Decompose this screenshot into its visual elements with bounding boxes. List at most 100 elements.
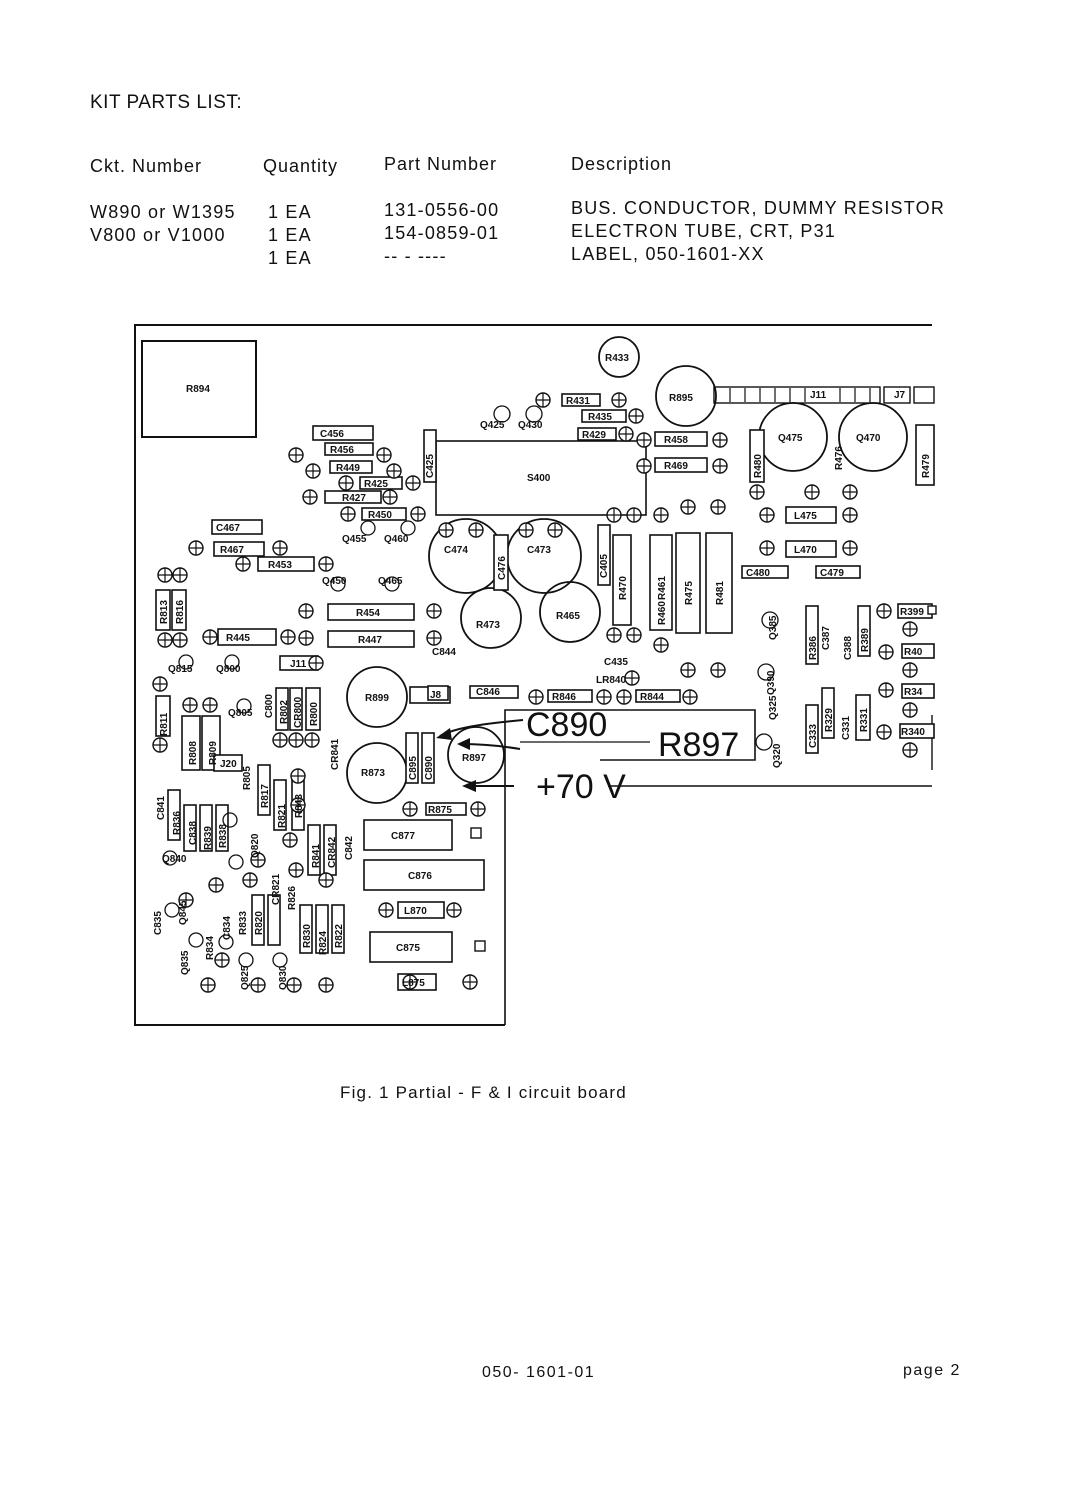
table-cell-part: 154-0859-01 <box>384 223 500 243</box>
label-q385: Q385 <box>768 615 779 640</box>
label-r824: R824 <box>318 931 329 955</box>
label-r820: R820 <box>254 911 265 935</box>
terminal-pad-cross <box>439 523 453 537</box>
terminal-pad-cross <box>319 978 333 992</box>
terminal-pad-cross <box>341 507 355 521</box>
label-r386: R386 <box>808 636 819 660</box>
label-j20: J20 <box>220 759 237 770</box>
label-r475: R475 <box>684 581 695 605</box>
label-c435: C435 <box>604 657 628 668</box>
terminal-pad-cross <box>251 853 265 867</box>
terminal-pad-cross <box>158 633 172 647</box>
terminal-pad-cross <box>427 604 441 618</box>
label-q815: Q815 <box>168 664 193 675</box>
label-c846: C846 <box>476 687 500 698</box>
label-r899: R899 <box>365 693 389 704</box>
label-r836: R836 <box>172 811 183 835</box>
label-r802: R802 <box>279 700 290 724</box>
label-c333: C333 <box>808 724 819 748</box>
label-q430: Q430 <box>518 420 543 431</box>
label-r331: R331 <box>859 708 870 732</box>
table-cell-part: 131-0556-00 <box>384 200 500 220</box>
label-r469: R469 <box>664 461 688 472</box>
label-q825: Q825 <box>240 965 251 990</box>
terminal-pad-cross <box>215 953 229 967</box>
label-c405: C405 <box>599 554 610 578</box>
label-q805: Q805 <box>228 708 253 719</box>
label-r427: R427 <box>342 493 366 504</box>
label-r816: R816 <box>175 600 186 624</box>
terminal-pad-cross <box>879 645 893 659</box>
terminal-pad-cross <box>877 725 891 739</box>
terminal-pad-cross <box>291 798 305 812</box>
terminal-pad-cross <box>843 541 857 555</box>
label-r875: R875 <box>428 805 452 816</box>
label-r841: R841 <box>311 844 322 868</box>
c890-arrowhead <box>436 728 452 740</box>
label-c388: C388 <box>843 636 854 660</box>
callout-c890: C890 <box>526 706 607 744</box>
label-r809: R809 <box>208 741 219 765</box>
label-c890: C890 <box>424 756 435 780</box>
r897-arrow-line <box>461 743 521 750</box>
label-r479: R479 <box>921 454 932 478</box>
label-r830: R830 <box>302 924 313 948</box>
column-header-ckt: Ckt. Number <box>90 156 203 176</box>
label-c875: C875 <box>396 943 420 954</box>
terminal-pad-cross <box>379 903 393 917</box>
terminal-pad-cross <box>306 464 320 478</box>
terminal-pad-cross <box>683 690 697 704</box>
terminal-pad-cross <box>536 393 550 407</box>
label-r897: R897 <box>462 753 486 764</box>
terminal-pad-cross <box>236 557 250 571</box>
terminal-pad-cross <box>617 690 631 704</box>
label-cr842: CR842 <box>327 836 338 868</box>
terminal-pad-cross <box>383 490 397 504</box>
label-r454: R454 <box>356 608 380 619</box>
terminal-pad-cross <box>273 733 287 747</box>
terminal-pad-cross <box>681 500 695 514</box>
terminal-pad-cross <box>637 459 651 473</box>
label-j7: J7 <box>894 390 906 401</box>
label-r895: R895 <box>669 393 693 404</box>
r894-block <box>141 340 257 438</box>
label-c841: C841 <box>156 796 167 820</box>
column-header-quantity: Quantity <box>263 156 339 176</box>
terminal-pad-cross <box>447 903 461 917</box>
terminal-pad-cross <box>305 733 319 747</box>
label-l470: L470 <box>794 545 817 556</box>
label-r470: R470 <box>618 576 629 600</box>
terminal-pad-cross <box>903 622 917 636</box>
page-number: page 2 <box>903 1362 961 1379</box>
terminal-pad-cross <box>406 476 420 490</box>
label-q800: Q800 <box>216 664 241 675</box>
table-cell-qty: 1 EA <box>268 248 312 268</box>
terminal-pad-cross <box>299 604 313 618</box>
label-q470: Q470 <box>856 433 881 444</box>
label-j11-top: J11 <box>810 390 827 401</box>
label-c844: C844 <box>432 647 456 658</box>
plus70v-arrowhead <box>462 780 476 792</box>
label-c838: C838 <box>188 821 199 845</box>
label-r844: R844 <box>640 692 664 703</box>
table-cell-part: -- - ---- <box>384 246 447 266</box>
terminal-pad-cross <box>471 802 485 816</box>
label-c387: C387 <box>821 626 832 650</box>
terminal-pad-cross <box>625 671 639 685</box>
label-c835: C835 <box>153 911 164 935</box>
label-r839: R839 <box>203 826 214 850</box>
table-cell-ckt: V800 or V1000 <box>90 225 226 245</box>
label-q325: Q325 <box>768 695 779 720</box>
terminal-pad-cross <box>203 698 217 712</box>
label-r40: R40 <box>904 647 923 658</box>
terminal-pad-cross <box>629 409 643 423</box>
terminal-pad-cross <box>289 448 303 462</box>
terminal-pad-cross <box>711 500 725 514</box>
label-r826: R826 <box>287 886 298 910</box>
table-cell-ckt: W890 or W1395 <box>90 202 236 222</box>
terminal-pad-cross <box>607 628 621 642</box>
label-r425: R425 <box>364 479 388 490</box>
terminal-pad-cross <box>201 978 215 992</box>
terminal-pad-cross <box>189 541 203 555</box>
label-q465: Q465 <box>378 576 403 587</box>
